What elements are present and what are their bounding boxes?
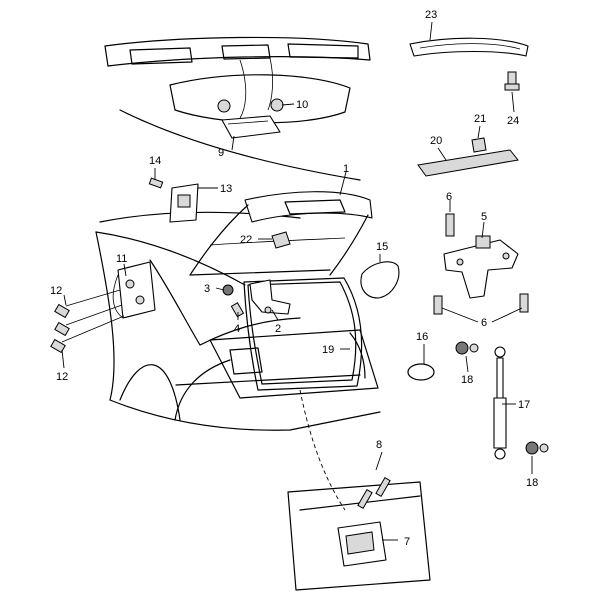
callout-7: 7	[404, 536, 410, 548]
clip-10	[217, 98, 284, 113]
handle-13	[169, 183, 199, 223]
trim-strip-23	[409, 37, 529, 57]
callout-5: 5	[481, 211, 487, 223]
callout-15: 15	[376, 241, 388, 253]
trunk-seal-19	[243, 277, 363, 391]
callout-23: 23	[425, 9, 437, 21]
ring-16	[407, 363, 435, 381]
callout-13: 13	[220, 183, 232, 195]
interior-lamp-9	[221, 115, 281, 139]
callout-24: 24	[507, 115, 519, 127]
roof-panel	[104, 36, 371, 181]
hinge-11	[112, 261, 156, 319]
lock-detail-view	[287, 477, 431, 591]
callout-16: 16	[416, 331, 428, 343]
callout-4: 4	[234, 323, 240, 335]
gas-strut-17	[493, 346, 507, 460]
callout-17: 17	[518, 399, 530, 411]
callout-labels: 1 2 3 4 5 6 6 7 8 9 10 11 12 12 13 14 15…	[50, 9, 538, 548]
callout-8: 8	[376, 439, 382, 451]
callout-12-bottom: 12	[56, 371, 68, 383]
callout-20: 20	[430, 135, 442, 147]
callout-6-bottom: 6	[481, 317, 487, 329]
foam-pad-20	[417, 149, 519, 177]
callout-10: 10	[296, 99, 308, 111]
car-body	[95, 211, 381, 431]
striker-22	[271, 231, 291, 249]
callout-11: 11	[116, 253, 127, 265]
callout-14: 14	[149, 155, 161, 167]
callout-19: 19	[322, 344, 334, 356]
callout-18-bottom: 18	[526, 477, 538, 489]
cap-15	[360, 261, 400, 299]
callout-12-top: 12	[50, 285, 62, 297]
screw-14	[148, 177, 164, 189]
callout-2: 2	[275, 323, 281, 335]
screw-6	[433, 213, 529, 315]
leader-lines	[61, 21, 533, 541]
callout-9: 9	[218, 147, 224, 159]
bracket-2	[249, 279, 291, 315]
tailgate-1	[189, 191, 373, 276]
screw-4	[230, 302, 245, 318]
callout-1: 1	[343, 163, 349, 175]
lock-5	[443, 235, 519, 299]
bolt-12	[50, 289, 125, 354]
ball-stud-18	[455, 341, 549, 455]
clip-21	[471, 137, 487, 153]
callout-22: 22	[240, 234, 252, 246]
callout-3: 3	[204, 283, 210, 295]
callout-18-top: 18	[461, 374, 473, 386]
callout-6-top: 6	[446, 191, 452, 203]
screw-24	[504, 71, 520, 91]
nut-3	[222, 284, 234, 296]
callout-21: 21	[474, 113, 486, 125]
